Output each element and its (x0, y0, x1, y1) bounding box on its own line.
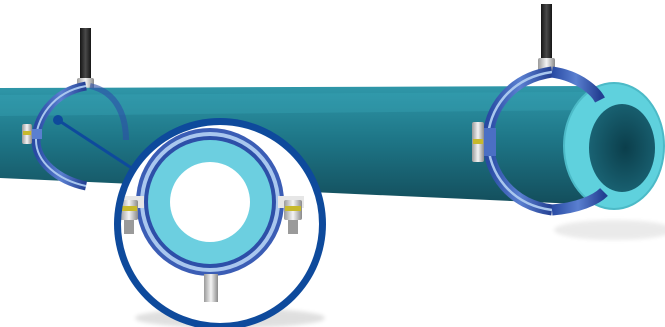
pipe-icon (0, 83, 665, 240)
magnified-bottom-stud-icon (204, 274, 218, 302)
threaded-rod-right-icon (538, 4, 555, 72)
pipe-bore (589, 104, 655, 192)
magnified-pipe-bore (170, 162, 250, 242)
bolt-right-icon (472, 122, 496, 162)
threaded-rod-left-icon (77, 28, 94, 90)
